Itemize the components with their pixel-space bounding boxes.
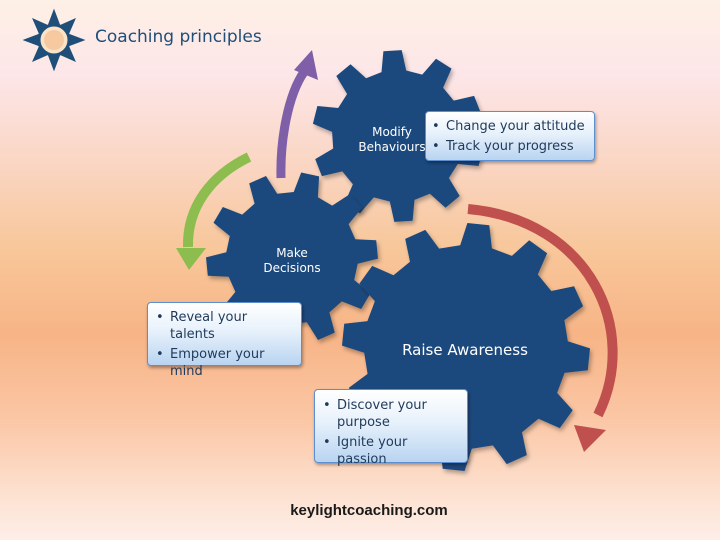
- arrow-green: [182, 152, 252, 248]
- gear-top-label-line-2: Behaviours: [358, 140, 426, 154]
- gear-left-label: Make Decisions: [252, 246, 332, 276]
- gear-top-label: Modify Behaviours: [346, 125, 438, 155]
- page-title: Coaching principles: [95, 27, 262, 47]
- gear-top: [312, 50, 484, 222]
- gear-left-shape: [206, 172, 378, 344]
- gear-top-shape: [312, 50, 484, 222]
- box-left-item-1: Reveal your talents: [156, 309, 295, 343]
- box-top-item-2: Track your progress: [432, 138, 588, 155]
- box-bottom: Discover your purpose Ignite your passio…: [314, 389, 468, 467]
- gear-left: [206, 172, 378, 344]
- arrow-red: [467, 204, 618, 418]
- box-top: Change your attitude Track your progress: [425, 111, 595, 161]
- gear-right-label: Raise Awareness: [395, 341, 535, 359]
- gear-left-label-line-1: Make: [276, 246, 308, 260]
- arrow-purple: [276, 69, 308, 179]
- arrow-purple-head: [294, 50, 318, 80]
- sun-icon: [22, 8, 86, 72]
- gear-top-label-line-1: Modify: [372, 125, 412, 139]
- gear-left-label-line-2: Decisions: [263, 261, 321, 275]
- box-bottom-item-2: Ignite your passion: [323, 434, 461, 468]
- gear-right-label-line-1: Raise Awareness: [402, 341, 528, 359]
- box-left: Reveal your talents Empower your mind: [147, 302, 302, 379]
- arrow-red-head: [574, 425, 606, 452]
- box-bottom-item-1: Discover your purpose: [323, 397, 461, 431]
- arrow-green-head: [176, 248, 206, 270]
- box-left-item-2: Empower your mind: [156, 346, 295, 380]
- footer-url: keylightcoaching.com: [290, 502, 448, 519]
- box-top-item-1: Change your attitude: [432, 118, 588, 135]
